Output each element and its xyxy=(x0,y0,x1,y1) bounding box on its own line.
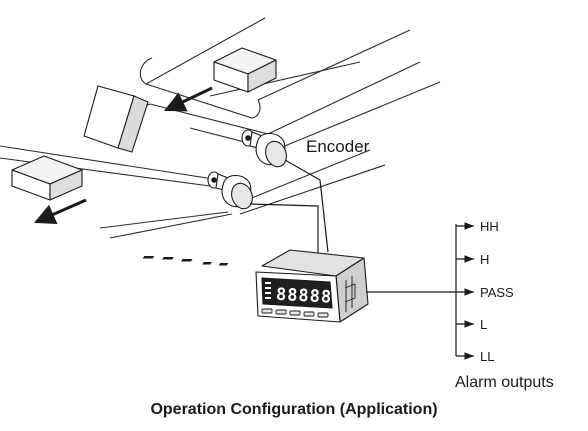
alarm-output-label-ll: LL xyxy=(480,349,495,364)
alarm-output-label-pass: PASS xyxy=(480,285,514,300)
workpiece-box-tilted xyxy=(83,85,149,153)
figure-caption: Operation Configuration (Application) xyxy=(150,401,438,418)
upper-conveyor xyxy=(94,17,441,151)
workpiece-box-lower xyxy=(11,155,83,201)
conveyor-direction-arrow-upper xyxy=(164,86,213,112)
controller-display-digits: 88888 xyxy=(275,285,332,308)
alarm-outputs-title: Alarm outputs xyxy=(455,374,554,391)
alarm-output-label-l: L xyxy=(480,317,488,332)
digital-controller: 88888 xyxy=(142,249,369,323)
alarm-output-tree xyxy=(366,222,474,360)
workpiece-box-upper xyxy=(213,47,277,93)
encoder-upper xyxy=(241,129,287,168)
encoder-cable-upper xyxy=(284,159,329,253)
encoder-label: Encoder xyxy=(306,137,370,156)
alarm-output-label-hh: HH xyxy=(480,219,499,234)
encoder-cable-lower xyxy=(249,203,319,254)
conveyor-direction-arrow-lower xyxy=(34,198,87,224)
alarm-output-label-h: H xyxy=(480,252,490,267)
encoder-lower xyxy=(207,171,253,210)
